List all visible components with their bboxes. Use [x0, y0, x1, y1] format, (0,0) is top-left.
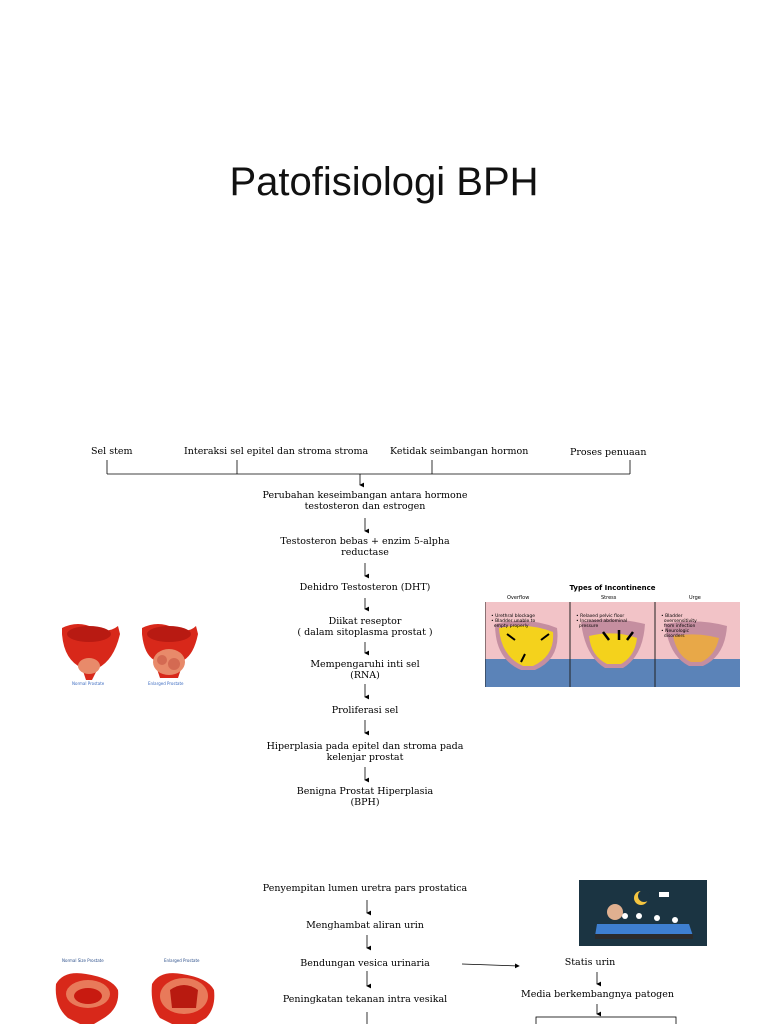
flow-step-proliferasi: Proliferasi sel	[331, 705, 399, 716]
cause-ketidakseimbangan-hormon: Ketidak seimbangan hormon	[390, 446, 529, 457]
incontinence-panel-urge: Urge	[689, 595, 701, 601]
flow-step-statis-urin: Statis urin	[564, 957, 616, 968]
incontinence-title: Types of Incontinence	[569, 584, 656, 592]
prostate-size-figure: Normal Size Prostate Enlarged Prostate	[52, 956, 222, 1024]
incontinence-types-figure: Types of Incontinence Overflow Stress Ur…	[485, 584, 740, 687]
flow-step-penyempitan-lumen: Penyempitan lumen uretra pars prostatica	[262, 883, 468, 894]
flow-step-tekanan-intravesikal: Peningkatan tekanan intra vesikal	[282, 994, 448, 1005]
cause-sel-stem: Sel stem	[91, 446, 133, 457]
incontinence-panel-stress: Stress	[601, 595, 617, 601]
slide-title: Patofisiologi BPH	[229, 160, 539, 204]
incontinence-panel-overflow: Overflow	[507, 595, 530, 601]
caption-normal-size-prostate: Normal Size Prostate	[62, 958, 104, 963]
flow-step-bph: Benigna Prostat Hiperplasia(BPH)	[296, 786, 434, 808]
flow-step-bendungan: Bendungan vesica urinaria	[300, 958, 430, 969]
flow-step-dht: Dehidro Testosteron (DHT)	[299, 582, 431, 593]
flow-step-diikat-reseptor: Diikat reseptor( dalam sitoplasma prosta…	[297, 616, 433, 638]
incontinence-notes-urge: • Bladder oversensitivity from infection…	[661, 614, 697, 639]
caption-enlarged-prostate: Enlarged Prostate	[148, 681, 184, 686]
prostate-comparison-figure: Normal Prostate Enlarged Prostate	[58, 620, 208, 688]
caption-enlarged-prostate-large: Enlarged Prostate	[164, 958, 200, 963]
flow-step-media-patogen: Media berkembangnya patogen	[520, 989, 674, 1000]
incontinence-notes-stress: • Relaxed pelvic floor• Increased abdomi…	[576, 614, 628, 629]
caption-normal-prostate: Normal Prostate	[72, 681, 105, 686]
flow-step-inti-sel: Mempengaruhi inti sel(RNA)	[310, 659, 420, 681]
cause-proses-penuaan: Proses penuaan	[570, 447, 647, 458]
flow-step-menghambat-aliran: Menghambat aliran urin	[306, 920, 424, 931]
nocturia-illustration	[579, 880, 707, 946]
cause-interaksi-sel: Interaksi sel epitel dan stroma stroma	[184, 446, 369, 457]
incontinence-notes-overflow: • Urethral blockage• Bladder unable to e…	[491, 614, 536, 629]
